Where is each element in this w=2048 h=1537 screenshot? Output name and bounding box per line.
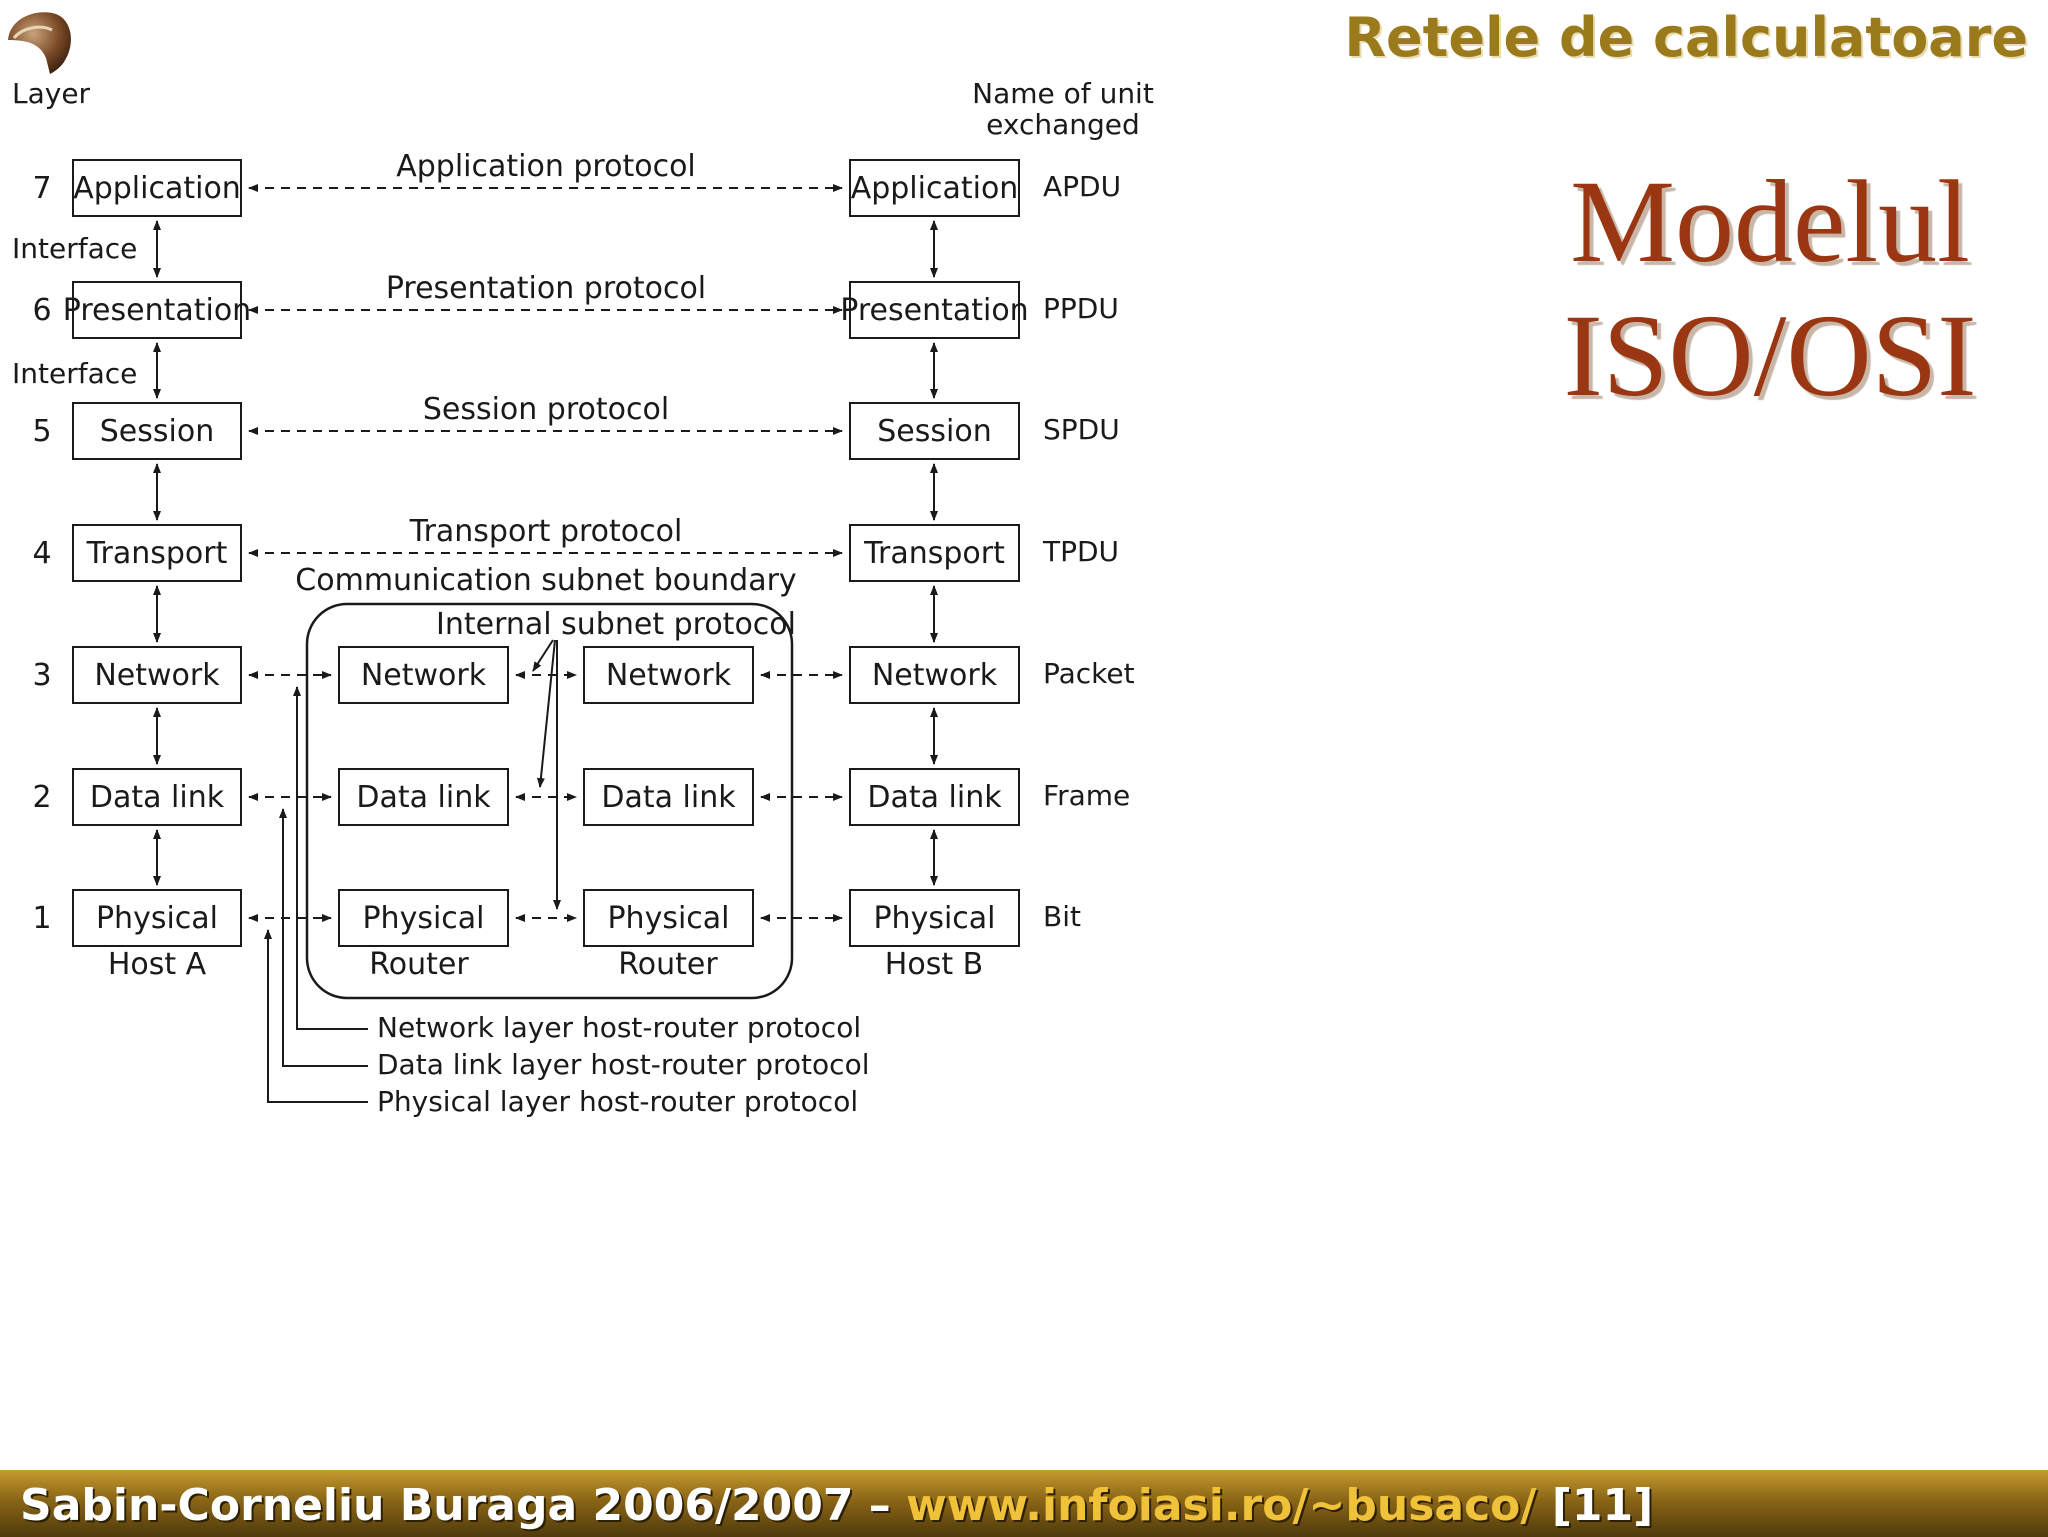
- host-b-transport-box: [849, 524, 1020, 582]
- host-a-presentation-box: [72, 281, 242, 339]
- router-1-data-link-box-label: Data link: [356, 780, 491, 815]
- datalink-host-router-pointer: [279, 808, 368, 1067]
- internal-pointer-network: [532, 639, 554, 672]
- host-a-application-box-label: Application: [73, 171, 241, 206]
- host-b-transport-box-label: Transport: [863, 536, 1005, 571]
- layer-number-7: 7: [32, 171, 51, 206]
- unit-frame: Frame: [1043, 779, 1130, 812]
- host-a-network-box-label: Network: [94, 658, 220, 693]
- host-a-network-box: [72, 646, 242, 704]
- host-a-transport-box-label: Transport: [86, 536, 228, 571]
- interface-label-upper: Interface: [12, 232, 137, 265]
- host-b-presentation-box-label: Presentation: [840, 293, 1028, 328]
- slide-title-line1: Modelul: [1570, 156, 1970, 287]
- router-2-data-link-box-label: Data link: [601, 780, 736, 815]
- physical-host-router-label: Physical layer host-router protocol: [377, 1085, 858, 1118]
- unit-heading-line1: Name of unit: [972, 77, 1154, 110]
- router-2-network-box: [583, 646, 754, 704]
- layer-number-3: 3: [32, 658, 51, 693]
- host-b-session-box: [849, 402, 1020, 460]
- layer-number-6: 6: [32, 293, 51, 328]
- unit-heading-line2: exchanged: [986, 108, 1140, 141]
- host-b-physical-box: [849, 889, 1020, 947]
- router-2-label: Router: [618, 947, 718, 982]
- host-b-network-box: [849, 646, 1020, 704]
- unit-packet: Packet: [1043, 657, 1135, 690]
- router-1-physical-box: [338, 889, 509, 947]
- host-a-data-link-box-label: Data link: [90, 780, 225, 815]
- host-b-application-box: [849, 159, 1020, 217]
- host-a-label: Host A: [108, 947, 207, 982]
- footer-text: Sabin-Corneliu Buraga 2006/2007 – www.in…: [20, 1480, 1653, 1531]
- footer-page: [11]: [1551, 1480, 1654, 1531]
- layer-number-4: 4: [32, 536, 51, 571]
- unit-spdu: SPDU: [1043, 413, 1120, 446]
- subnet-boundary-label: Communication subnet boundary: [295, 563, 796, 598]
- host-b-network-box-label: Network: [872, 658, 998, 693]
- footer-bar: Sabin-Corneliu Buraga 2006/2007 – www.in…: [0, 1470, 2048, 1537]
- internal-protocol-label: Internal subnet protocol: [436, 607, 796, 642]
- host-a-session-box: [72, 402, 242, 460]
- slide-title-line2: ISO/OSI: [1563, 290, 1977, 421]
- unit-apdu: APDU: [1043, 170, 1121, 203]
- slide-title: Modelul ISO/OSI: [1520, 155, 2020, 423]
- course-title: Retele de calculatoare: [1344, 6, 2028, 69]
- network-host-router-label: Network layer host-router protocol: [377, 1011, 861, 1044]
- unit-ppdu: PPDU: [1043, 292, 1119, 325]
- host-a-session-box-label: Session: [100, 414, 214, 449]
- router-1-physical-box-label: Physical: [362, 901, 484, 936]
- router-2-network-box-label: Network: [606, 658, 732, 693]
- host-b-presentation-box: [849, 281, 1020, 339]
- host-b-application-box-label: Application: [851, 171, 1019, 206]
- presentation-protocol-label: Presentation protocol: [386, 271, 706, 306]
- footer-author: Sabin-Corneliu Buraga 2006/2007 –: [20, 1480, 891, 1531]
- unit-tpdu: TPDU: [1042, 535, 1119, 568]
- internal-pointer-datalink: [536, 639, 556, 788]
- interface-label-lower: Interface: [12, 357, 137, 390]
- router-2-physical-box: [583, 889, 754, 947]
- subnet-boundary-box: [305, 602, 794, 1000]
- router-1-network-box: [338, 646, 509, 704]
- datalink-host-router-label: Data link layer host-router protocol: [377, 1048, 869, 1081]
- layer-heading: Layer: [12, 77, 91, 110]
- router-2-physical-box-label: Physical: [607, 901, 729, 936]
- session-protocol-label: Session protocol: [423, 392, 669, 427]
- host-a-transport-box: [72, 524, 242, 582]
- logo-icon: [8, 12, 71, 74]
- footer-url[interactable]: www.infoiasi.ro/~busaco/: [906, 1480, 1537, 1531]
- host-b-label: Host B: [885, 947, 983, 982]
- application-protocol-label: Application protocol: [396, 149, 696, 184]
- router-1-data-link-box: [338, 768, 509, 826]
- host-a-physical-box: [72, 889, 242, 947]
- host-b-session-box-label: Session: [877, 414, 991, 449]
- router-1-label: Router: [369, 947, 469, 982]
- layer-number-1: 1: [32, 901, 51, 936]
- host-b-data-link-box: [849, 768, 1020, 826]
- unit-bit: Bit: [1043, 900, 1081, 933]
- host-b-physical-box-label: Physical: [873, 901, 995, 936]
- router-2-data-link-box: [583, 768, 754, 826]
- host-a-application-box: [72, 159, 242, 217]
- router-1-network-box-label: Network: [361, 658, 487, 693]
- network-host-router-pointer: [293, 686, 368, 1030]
- layer-number-2: 2: [32, 780, 51, 815]
- transport-protocol-label: Transport protocol: [409, 514, 683, 549]
- layer-number-5: 5: [32, 414, 51, 449]
- host-a-physical-box-label: Physical: [96, 901, 218, 936]
- host-a-presentation-box-label: Presentation: [63, 293, 251, 328]
- host-b-data-link-box-label: Data link: [867, 780, 1002, 815]
- host-a-data-link-box: [72, 768, 242, 826]
- physical-host-router-pointer: [264, 929, 368, 1103]
